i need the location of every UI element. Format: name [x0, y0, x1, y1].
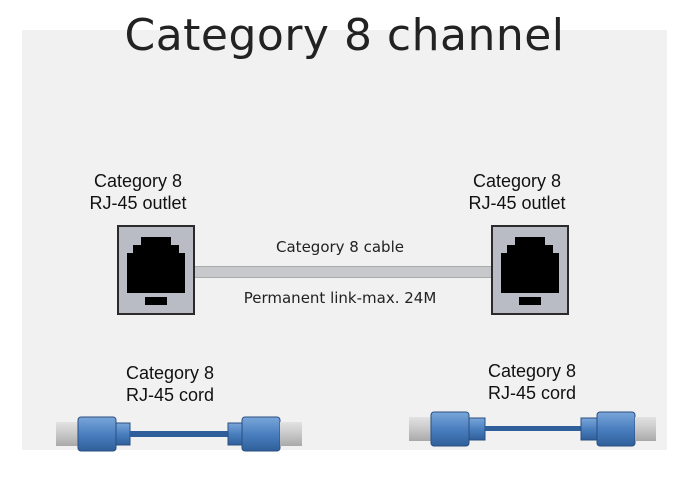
permanent-link-cable: [190, 266, 492, 278]
diagram-title: Category 8 channel: [124, 10, 565, 61]
right-rj45-patch-cord: [409, 411, 656, 447]
right-cord-cable: [485, 426, 581, 431]
right-cord-left-plug: [409, 411, 486, 447]
right-outlet-label-line1: Category 8: [472, 171, 562, 191]
left-cord-label: Category 8 RJ-45 cord: [110, 362, 230, 406]
cable-label: Category 8 cable: [276, 238, 404, 256]
left-cord-label-line2: RJ-45 cord: [125, 385, 215, 405]
rj45-jack-icon: [127, 237, 185, 305]
left-rj45-outlet: [117, 225, 195, 315]
right-outlet-label: Category 8 RJ-45 outlet: [452, 170, 582, 214]
right-rj45-outlet: [491, 225, 569, 315]
rj45-jack-icon: [501, 237, 559, 305]
left-rj45-patch-cord: [56, 416, 302, 452]
left-outlet-label: Category 8 RJ-45 outlet: [78, 170, 198, 214]
right-cord-label: Category 8 RJ-45 cord: [472, 360, 592, 404]
left-cord-label-line1: Category 8: [125, 363, 215, 383]
right-outlet-label-line2: RJ-45 outlet: [468, 193, 566, 213]
left-outlet-label-line2: RJ-45 outlet: [89, 193, 187, 213]
right-cord-label-line1: Category 8: [487, 361, 577, 381]
right-cord-right-plug: [580, 411, 656, 447]
left-cord-right-plug: [227, 416, 302, 452]
left-cord-cable: [130, 431, 228, 437]
right-cord-label-line2: RJ-45 cord: [487, 383, 577, 403]
left-outlet-label-line1: Category 8: [93, 171, 183, 191]
permanent-link-label: Permanent link-max. 24M: [243, 289, 437, 307]
left-cord-left-plug: [56, 416, 131, 452]
